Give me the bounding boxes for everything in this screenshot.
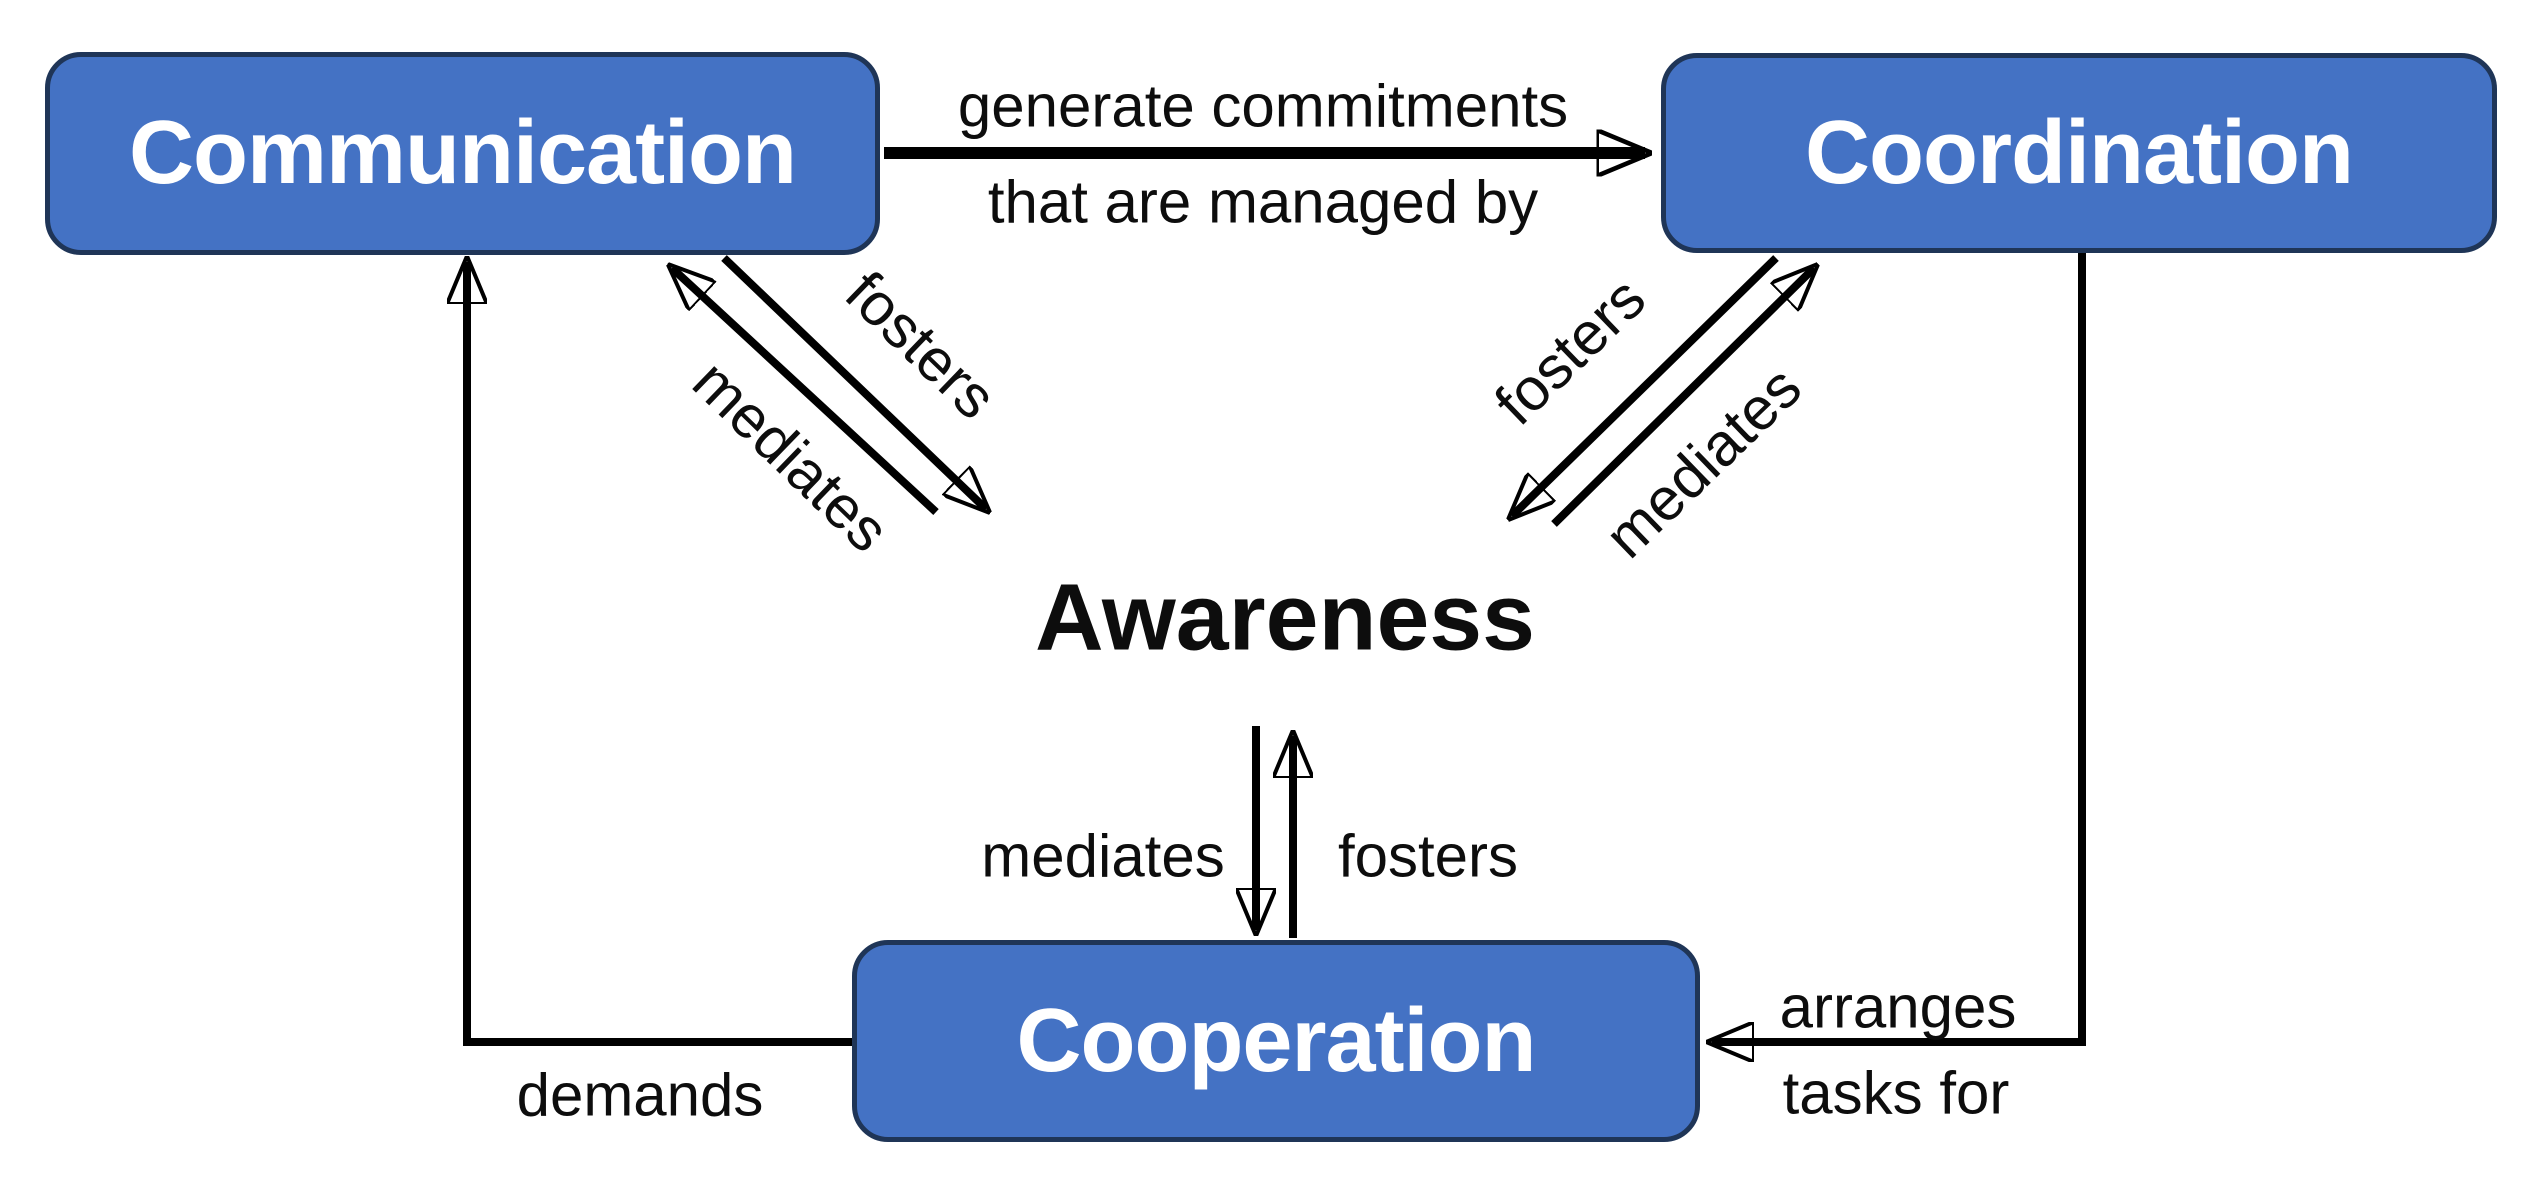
node-communication-label: Communication (128, 103, 797, 203)
node-coordination-label: Coordination (1805, 102, 2354, 203)
node-cooperation-label: Cooperation (1016, 990, 1537, 1091)
edge-coordination-to-awareness (1512, 255, 1779, 516)
edge-coordination-to-cooperation (1712, 253, 2086, 1042)
label-that-are-managed-by: that are managed by (987, 168, 1539, 236)
label-mediates-cooperation: mediates (981, 822, 1225, 890)
label-tasks-for: tasks for (1782, 1059, 2010, 1127)
edge-communication-to-awareness (721, 255, 986, 509)
node-cooperation: Cooperation (852, 940, 1700, 1142)
edge-cooperation-to-communication (467, 262, 852, 1046)
label-demands: demands (516, 1061, 764, 1129)
label-generate-commitments: generate commitments (957, 72, 1569, 140)
label-arranges: arranges (1779, 973, 2017, 1041)
edge-awareness-to-coordination (1551, 268, 1814, 527)
node-awareness-label: Awareness (1035, 564, 1535, 671)
label-fosters-cooperation: fosters (1337, 822, 1519, 890)
edge-awareness-to-communication (672, 268, 939, 515)
node-communication: Communication (45, 52, 880, 255)
node-coordination: Coordination (1661, 53, 2497, 253)
